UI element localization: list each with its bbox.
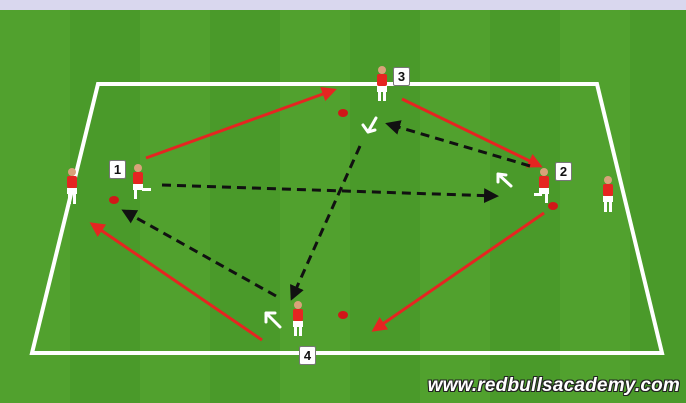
player-4: [293, 301, 303, 336]
run-arrow-4-to-1: [89, 222, 263, 342]
field-boundary: [29, 82, 665, 355]
player-number-2: 2: [555, 162, 572, 181]
white-arrow-near-4: [264, 311, 282, 329]
run-arrows: [89, 87, 545, 342]
white-arrow-near-3: [361, 116, 378, 134]
pass-arrow-3-to-4: [290, 145, 362, 301]
player-1: [133, 164, 151, 199]
cones: [109, 109, 558, 319]
run-arrow-1-to-3: [145, 87, 337, 160]
pass-arrow-1-to-2: [161, 183, 499, 204]
player-3: [377, 66, 387, 101]
movement-arrows: [264, 116, 513, 329]
player-2: [534, 168, 549, 203]
waiting-player-right: [603, 176, 613, 212]
grass-stripes: [0, 10, 686, 403]
player-number-3: 3: [393, 67, 410, 86]
cone: [109, 196, 119, 204]
cone: [338, 109, 348, 117]
pass-arrow-2-to-3: [385, 120, 531, 168]
white-arrow-near-2: [496, 172, 513, 188]
player-number-1: 1: [109, 160, 126, 179]
watermark: www.redbullsacademy.com: [427, 375, 680, 396]
player-number-4: 4: [299, 346, 316, 365]
cone: [548, 202, 558, 210]
players: [67, 66, 613, 336]
run-arrow-3-to-2: [401, 97, 543, 168]
cone: [338, 311, 348, 319]
pass-arrows: [121, 120, 531, 301]
waiting-player-left: [67, 168, 77, 204]
run-arrow-2-to-4: [371, 211, 545, 332]
